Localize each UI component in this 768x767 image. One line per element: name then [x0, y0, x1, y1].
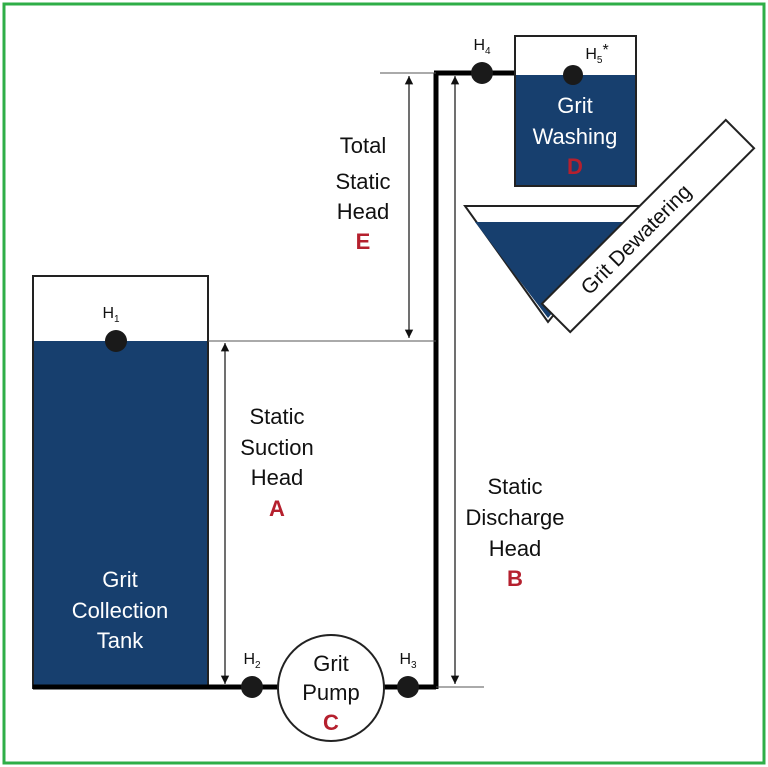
dewatering-screw-body [540, 118, 756, 334]
suction-line1: Static [249, 404, 304, 429]
washing-line2: Washing [533, 124, 618, 149]
discharge-line3: Head [489, 536, 542, 561]
total-static-head-label: Total Static Head E [335, 133, 390, 254]
pump-label-line1: Grit [313, 651, 348, 676]
h1-label: H1 [102, 305, 120, 325]
h4-point [471, 62, 493, 84]
total-line1: Total [340, 133, 386, 158]
pump-letter: C [323, 710, 339, 735]
reference-lines [208, 72, 484, 688]
total-line2: Static [335, 169, 390, 194]
tank-label-line2: Collection [72, 598, 169, 623]
washing-letter: D [567, 154, 583, 179]
suction-line2: Suction [240, 435, 313, 460]
tank-water [34, 341, 207, 687]
h3-label: H3 [399, 651, 417, 671]
discharge-line2: Discharge [465, 505, 564, 530]
h2-label: H2 [243, 651, 261, 671]
static-discharge-head-label: Static Discharge Head B [465, 474, 564, 591]
tank-label-line1: Grit [102, 567, 137, 592]
h2-point [241, 676, 263, 698]
pump-label-line2: Pump [302, 680, 359, 705]
tank-label-line3: Tank [97, 628, 144, 653]
grit-collection-tank: Grit Collection Tank H1 [32, 275, 209, 689]
h5-point [563, 65, 583, 85]
discharge-line1: Static [487, 474, 542, 499]
grit-washing: Grit Washing D H5* H4 [471, 35, 637, 187]
h5-label: H5* [585, 42, 608, 66]
washing-line1: Grit [557, 93, 592, 118]
h1-point [105, 330, 127, 352]
discharge-letter: B [507, 566, 523, 591]
total-letter: E [356, 229, 371, 254]
total-line3: Head [337, 199, 390, 224]
pump-body [277, 634, 385, 742]
h4-label: H4 [473, 37, 491, 57]
suction-letter: A [269, 496, 285, 521]
grit-pump: Grit Pump C H2 H3 [241, 634, 419, 742]
suction-line3: Head [251, 465, 304, 490]
washing-water [516, 75, 635, 185]
static-suction-head-label: Static Suction Head A [240, 404, 313, 521]
h3-point [397, 676, 419, 698]
dewatering-hopper-fill [475, 222, 628, 318]
